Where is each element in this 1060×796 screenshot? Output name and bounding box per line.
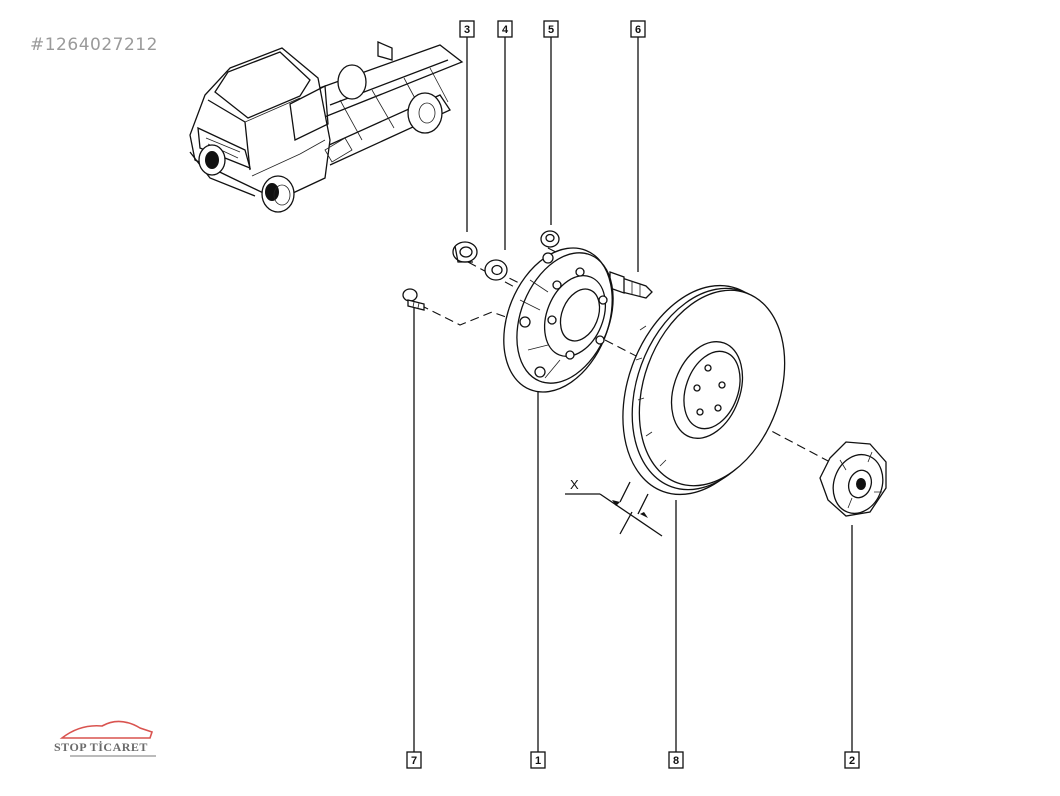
svg-text:5: 5 [548, 24, 554, 36]
svg-text:7: 7 [411, 755, 417, 767]
callout-1: 1 [530, 751, 546, 769]
svg-text:4: 4 [502, 24, 509, 36]
part-2-hub-nut [819, 441, 887, 517]
logo-text: STOP TİCARET [54, 740, 148, 754]
part-7-screw [402, 288, 425, 311]
svg-text:1: 1 [535, 755, 541, 767]
svg-text:3: 3 [464, 24, 470, 36]
callout-2: 2 [844, 751, 860, 769]
dimension-x-label: X [570, 477, 579, 492]
car-silhouette-icon [59, 720, 154, 739]
svg-text:8: 8 [673, 755, 679, 767]
callout-7: 7 [406, 751, 422, 769]
part-6-wheel-bolt [609, 271, 653, 299]
callout-6: 6 [630, 20, 646, 38]
callout-4: 4 [497, 20, 513, 38]
stop-ticaret-logo: STOP TİCARET [54, 720, 156, 757]
part-1-hub [503, 247, 614, 393]
part-8-brake-disc [622, 284, 786, 496]
leader-lines [413, 37, 853, 752]
callout-3: 3 [459, 20, 475, 38]
callout-8: 8 [668, 751, 684, 769]
callout-5: 5 [543, 20, 559, 38]
dimension-x: X [565, 477, 663, 537]
listing-id: #1264027212 [30, 35, 158, 55]
svg-text:2: 2 [849, 755, 855, 767]
svg-text:6: 6 [635, 24, 641, 36]
part-4-washer [484, 259, 508, 281]
truck-illustration [189, 41, 464, 213]
part-3-nut [452, 241, 478, 263]
part-5-spacer [540, 230, 560, 248]
